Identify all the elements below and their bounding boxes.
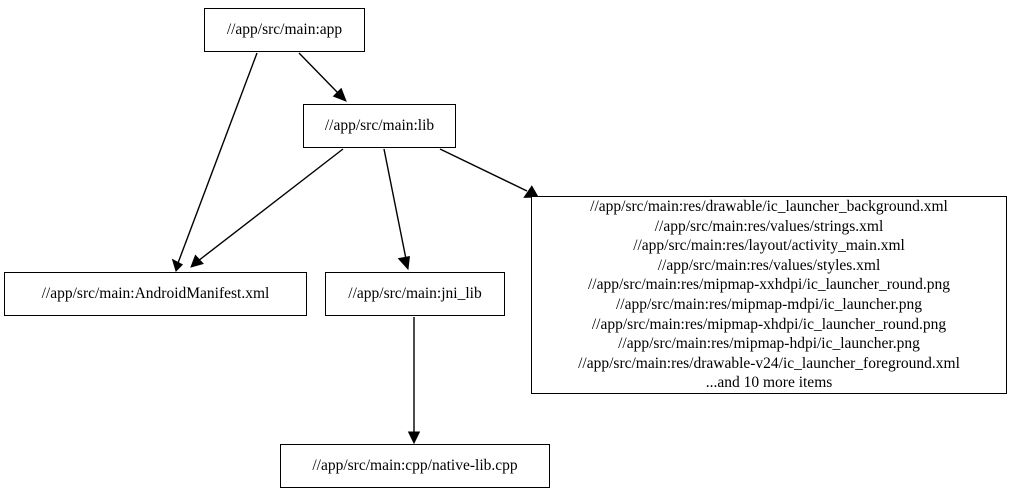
node-lib[interactable]: //app/src/main:lib: [303, 104, 456, 148]
node-androidmanifest-label: //app/src/main:AndroidManifest.xml: [41, 285, 270, 303]
node-app[interactable]: //app/src/main:app: [204, 8, 365, 52]
edge-app-to-androidmanifest: [171, 52, 258, 272]
node-native-lib-cpp[interactable]: //app/src/main:cpp/native-lib.cpp: [280, 444, 550, 488]
edge-jni-lib-to-native-lib: [407, 317, 421, 445]
edge-lib-to-androidmanifest: [190, 148, 344, 268]
edge-lib-to-jni-lib: [383, 148, 410, 271]
edge-lib-to-res-group: [439, 148, 539, 198]
node-jni-lib-label: //app/src/main:jni_lib: [348, 285, 482, 303]
node-app-label: //app/src/main:app: [226, 21, 343, 39]
node-lib-label: //app/src/main:lib: [324, 117, 435, 135]
node-jni-lib[interactable]: //app/src/main:jni_lib: [325, 272, 505, 316]
edge-app-to-lib: [298, 52, 347, 102]
node-res-group[interactable]: //app/src/main:res/drawable/ic_launcher_…: [531, 196, 1007, 394]
node-res-group-label: //app/src/main:res/drawable/ic_launcher_…: [578, 198, 960, 392]
node-androidmanifest[interactable]: //app/src/main:AndroidManifest.xml: [4, 272, 307, 316]
node-native-lib-cpp-label: //app/src/main:cpp/native-lib.cpp: [312, 457, 518, 475]
